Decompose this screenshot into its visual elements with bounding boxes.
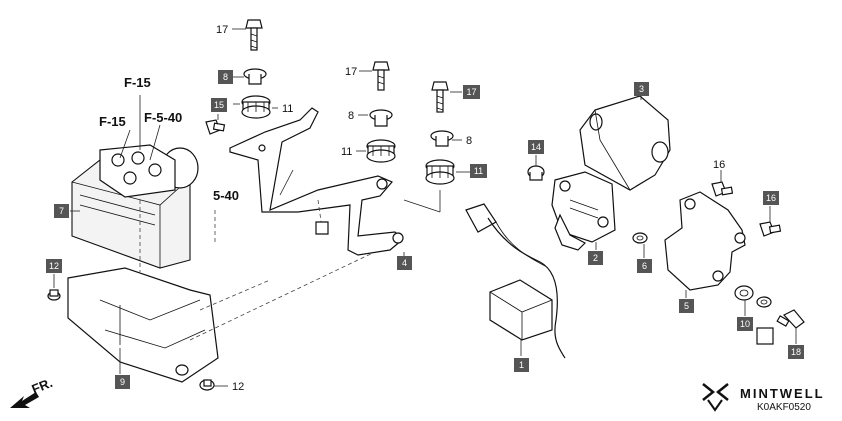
front-direction-arrow: FR. xyxy=(10,375,55,408)
callout-9[interactable]: 9 xyxy=(115,375,130,389)
washer-unnumbered xyxy=(756,296,774,345)
bolt-15 xyxy=(205,119,226,135)
callout-2[interactable]: 2 xyxy=(588,251,603,265)
bolt-12-left xyxy=(47,289,61,301)
callout-3[interactable]: 3 xyxy=(634,82,649,96)
callout-10[interactable]: 10 xyxy=(737,317,753,331)
number-11-middle: 11 xyxy=(341,146,352,158)
bolt-17-right xyxy=(431,81,449,113)
collar-8-right xyxy=(430,130,454,147)
svg-text:8: 8 xyxy=(223,72,228,82)
callout-11-box[interactable]: 11 xyxy=(470,164,487,178)
imu-sensor-part xyxy=(551,171,616,251)
collar-10 xyxy=(734,285,754,301)
bolt-18 xyxy=(776,309,805,329)
reference-f15-left: F-15 xyxy=(99,114,126,129)
front-label: FR. xyxy=(30,375,55,397)
callout-14[interactable]: 14 xyxy=(528,140,544,154)
svg-text:11: 11 xyxy=(474,166,483,176)
number-16: 16 xyxy=(713,159,725,171)
bolt-16-top xyxy=(711,181,734,197)
callout-16[interactable]: 16 xyxy=(763,191,779,205)
number-17-top: 17 xyxy=(216,24,228,36)
number-12-bottom: 12 xyxy=(232,381,244,393)
svg-text:9: 9 xyxy=(120,377,125,387)
number-8-right: 8 xyxy=(466,135,472,147)
grommet-11-left xyxy=(241,95,271,119)
svg-text:5: 5 xyxy=(684,301,689,311)
callout-1[interactable]: 1 xyxy=(514,358,529,372)
collar-8-top xyxy=(243,68,267,85)
leader-lines xyxy=(53,28,797,387)
svg-text:3: 3 xyxy=(639,84,644,94)
svg-text:15: 15 xyxy=(214,100,224,110)
grommet-11-middle xyxy=(366,139,396,163)
reference-f15-top: F-15 xyxy=(124,75,151,90)
mintwell-logo: MINTWELL xyxy=(702,383,825,412)
wire-harness-part xyxy=(465,203,566,359)
svg-text:16: 16 xyxy=(766,193,776,203)
bolt-16-right xyxy=(759,221,782,237)
svg-text:18: 18 xyxy=(791,347,801,357)
sensor-bracket-part xyxy=(664,191,746,291)
svg-text:14: 14 xyxy=(531,142,541,152)
svg-text:4: 4 xyxy=(402,258,407,268)
svg-text:17: 17 xyxy=(466,87,476,97)
callout-4[interactable]: 4 xyxy=(397,256,412,270)
reference-f540: F-5-40 xyxy=(144,110,182,125)
number-17-middle: 17 xyxy=(345,66,357,78)
number-8-middle: 8 xyxy=(348,110,354,122)
collar-14 xyxy=(527,165,545,181)
callout-8[interactable]: 8 xyxy=(218,70,233,84)
number-11-left: 11 xyxy=(282,103,293,115)
brand-name: MINTWELL xyxy=(740,386,825,401)
grommet-11-right xyxy=(425,159,455,185)
callout-15[interactable]: 15 xyxy=(211,98,227,112)
washer-6 xyxy=(632,232,648,244)
callout-7[interactable]: 7 xyxy=(54,204,69,218)
svg-text:2: 2 xyxy=(593,253,598,263)
bolt-17-middle xyxy=(372,61,390,91)
svg-text:10: 10 xyxy=(740,319,750,329)
callout-5[interactable]: 5 xyxy=(679,299,694,313)
abs-modulator-part xyxy=(71,95,216,272)
bolt-17-top xyxy=(245,19,263,51)
collar-8-middle xyxy=(369,109,393,127)
callout-12[interactable]: 12 xyxy=(46,259,62,273)
sensor-cover-part xyxy=(579,95,671,191)
svg-text:1: 1 xyxy=(519,360,524,370)
callout-17[interactable]: 17 xyxy=(463,85,480,99)
bolt-12-bottom xyxy=(199,379,215,391)
callout-6[interactable]: 6 xyxy=(637,259,652,273)
reference-540: 5-40 xyxy=(213,188,239,203)
svg-text:6: 6 xyxy=(642,261,647,271)
svg-text:7: 7 xyxy=(59,206,64,216)
bracket-part xyxy=(229,107,441,256)
lower-cover-part xyxy=(67,239,401,383)
callout-18[interactable]: 18 xyxy=(788,345,804,359)
svg-text:12: 12 xyxy=(49,261,59,271)
diagram-code: K0AKF0520 xyxy=(757,402,811,413)
